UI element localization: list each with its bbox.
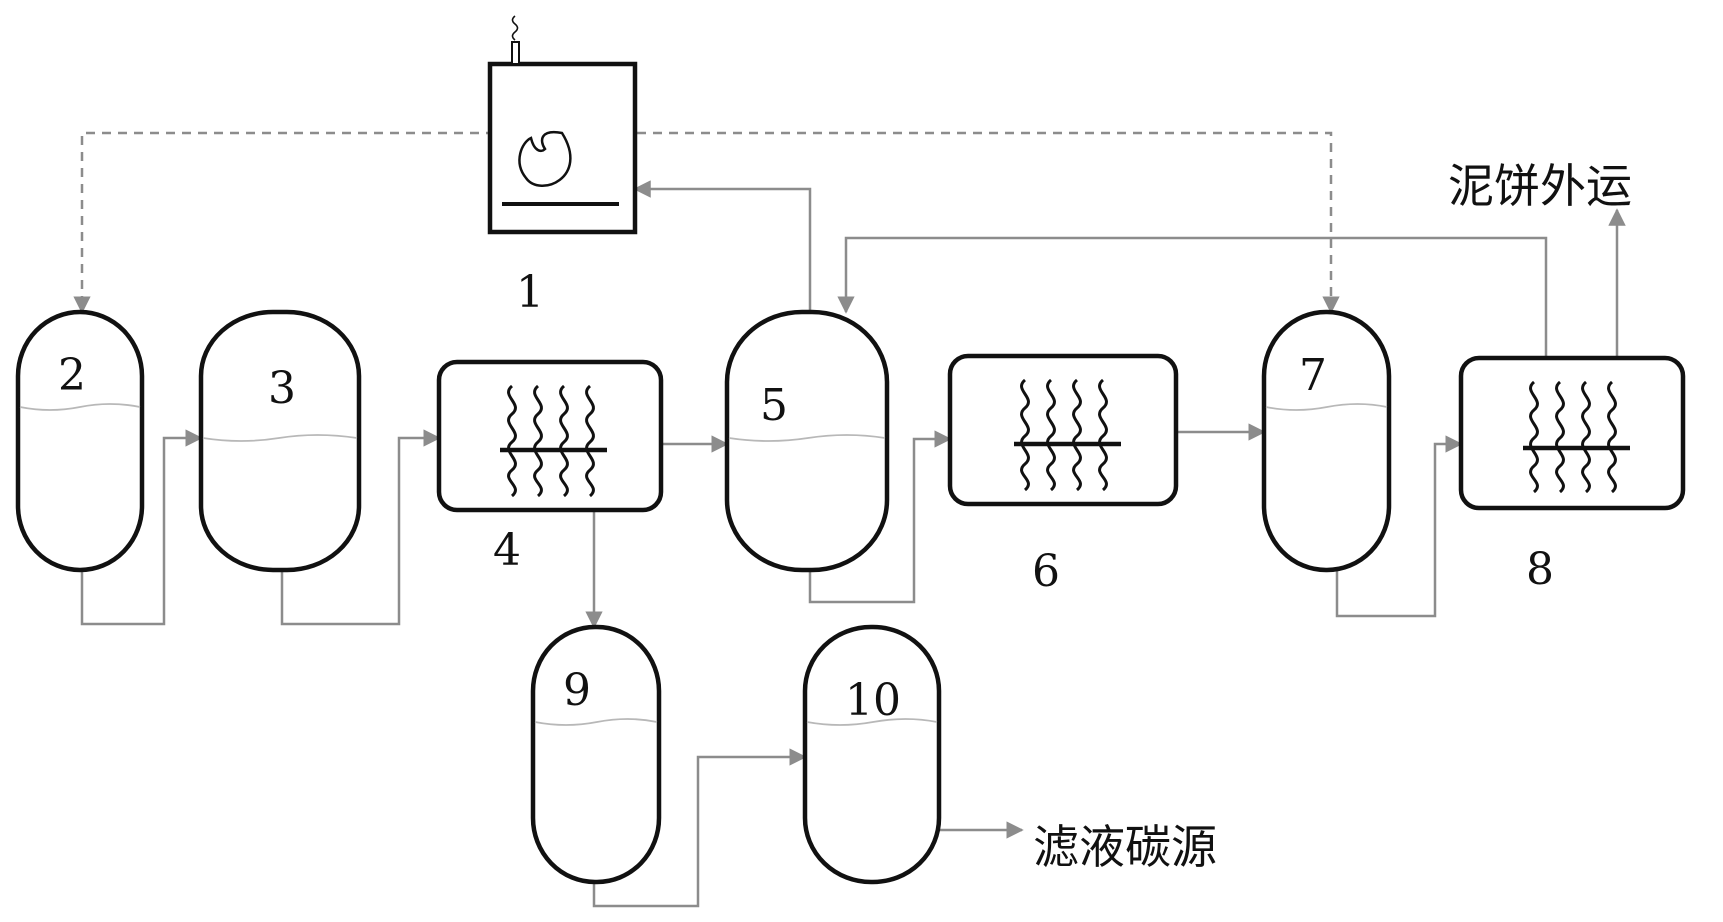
- unit-label-6: 6: [1032, 546, 1060, 597]
- pipe-3-to-4: [280, 429, 441, 626]
- unit-label-7: 7: [1299, 350, 1327, 401]
- unit-1-furnace: [487, 15, 638, 235]
- unit-5-tank: [724, 309, 890, 573]
- chimney-icon: [511, 15, 520, 65]
- heating-coil-icon: [500, 384, 607, 498]
- unit-7-tank: [1261, 309, 1392, 573]
- unit-3-tank: [198, 309, 362, 573]
- pipe-7-to-8: [1335, 435, 1463, 618]
- unit-9-tank: [530, 624, 662, 885]
- furnace-body: [487, 61, 638, 235]
- unit-label-8: 8: [1526, 544, 1554, 595]
- pipe-8-return-to-5: [837, 236, 1548, 358]
- output-label-filtrate-carbon: 滤液碳源: [1033, 820, 1217, 874]
- pipe-5-to-1: [633, 180, 812, 312]
- unit-6-heater: [947, 353, 1179, 507]
- unit-8-heater: [1458, 355, 1686, 511]
- unit-label-1: 1: [516, 267, 544, 318]
- pipe-5-to-6: [808, 430, 952, 604]
- flame-icon: [518, 130, 572, 187]
- output-label-mud-cake: 泥饼外运: [1448, 159, 1632, 213]
- heat-supply-lines: [73, 131, 1340, 314]
- pipe-9-to-10: [592, 748, 807, 908]
- unit-4-heater: [436, 359, 664, 513]
- unit-label-10: 10: [845, 675, 901, 726]
- unit-label-5: 5: [760, 380, 788, 431]
- process-pipes: [80, 180, 1626, 908]
- unit-label-3: 3: [268, 363, 296, 414]
- unit-label-4: 4: [493, 525, 521, 576]
- unit-10-tank: [802, 624, 942, 885]
- unit-2-tank: [15, 309, 145, 573]
- heat-line-to-2: [73, 131, 495, 314]
- unit-label-2: 2: [58, 350, 86, 401]
- heating-coil-icon: [1523, 380, 1630, 494]
- pipe-2-to-3: [80, 429, 203, 626]
- unit-label-9: 9: [563, 665, 591, 716]
- heat-line-to-7: [637, 131, 1340, 314]
- heating-coil-icon: [1014, 378, 1121, 492]
